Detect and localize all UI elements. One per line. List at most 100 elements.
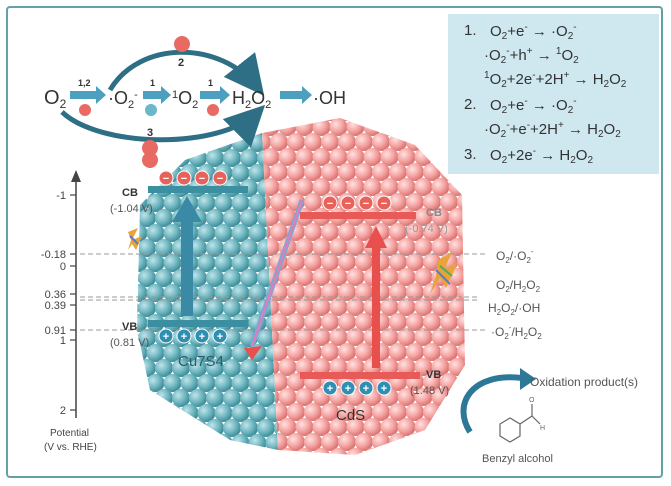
particle-sphere xyxy=(265,434,278,450)
particle-sphere xyxy=(163,434,182,450)
particle-sphere xyxy=(278,328,297,346)
particle-sphere xyxy=(304,313,322,331)
arrow-label: 1 xyxy=(150,78,155,88)
particle-sphere xyxy=(304,133,322,151)
particle-sphere xyxy=(440,403,458,421)
particle-sphere xyxy=(270,313,288,331)
particle-sphere xyxy=(155,209,173,227)
particle-sphere xyxy=(262,148,280,166)
electron-icon xyxy=(194,170,210,186)
particle-sphere xyxy=(274,449,278,450)
axis-tick-label: 0.91 xyxy=(45,325,66,337)
particle-sphere xyxy=(138,239,156,257)
particle-sphere xyxy=(146,344,165,362)
particle-sphere xyxy=(189,239,207,257)
particle-sphere xyxy=(397,148,416,166)
particle-sphere xyxy=(278,388,297,406)
particle-sphere xyxy=(431,208,450,226)
particle-sphere xyxy=(248,404,267,422)
particle-sphere xyxy=(406,253,424,271)
particle-sphere xyxy=(257,329,275,347)
particle-sphere xyxy=(206,209,224,227)
particle-sphere xyxy=(423,253,441,271)
particle-sphere xyxy=(137,149,139,167)
particle-sphere xyxy=(172,359,190,377)
particle-sphere xyxy=(406,343,424,361)
particle-sphere xyxy=(240,239,258,257)
particle-sphere xyxy=(137,133,139,137)
figure-frame xyxy=(6,6,663,478)
cu7s4-cb-label: CB xyxy=(122,187,138,199)
charge-sign: + xyxy=(381,383,387,395)
charge-sign: − xyxy=(381,198,387,210)
hole-icon xyxy=(322,380,338,396)
cu7s4-vb-label: VB xyxy=(122,321,137,333)
particle-sphere xyxy=(197,254,216,272)
particle-sphere xyxy=(223,269,241,287)
particle-sphere xyxy=(304,433,322,451)
particle-sphere xyxy=(257,359,275,377)
particle-sphere xyxy=(355,313,373,331)
particle-sphere xyxy=(457,343,465,361)
particle-sphere xyxy=(304,253,322,271)
particle-sphere xyxy=(240,269,258,287)
particle-sphere xyxy=(197,374,216,392)
axis-label-potential: Potential xyxy=(50,428,89,439)
particle-sphere xyxy=(380,268,399,286)
particle-sphere xyxy=(270,118,288,121)
electron-icon xyxy=(207,104,219,116)
particle-sphere xyxy=(262,133,271,151)
pathway-lower-arc xyxy=(60,104,266,148)
particle-sphere xyxy=(423,193,441,211)
particle-sphere xyxy=(406,433,424,451)
electron-icon xyxy=(158,170,174,186)
cds-vb-value: (1.48 V) xyxy=(410,385,449,397)
particle-sphere xyxy=(278,148,297,166)
particle-sphere xyxy=(389,403,407,421)
particle-sphere xyxy=(262,163,271,181)
electron-icon xyxy=(340,195,356,211)
particle-sphere xyxy=(214,344,233,362)
electron-icon xyxy=(79,104,91,116)
particle-sphere xyxy=(231,164,250,182)
particle-sphere xyxy=(155,239,173,257)
hydrogen-atom: H xyxy=(540,425,545,432)
particle-sphere xyxy=(197,224,216,242)
particle-sphere xyxy=(457,283,465,301)
particle-sphere xyxy=(338,223,356,241)
particle-sphere xyxy=(389,313,407,331)
particle-sphere xyxy=(312,358,331,376)
particle-sphere xyxy=(137,359,139,377)
particle-sphere xyxy=(257,389,275,407)
particle-sphere xyxy=(329,448,348,455)
cds-vb-label: VB xyxy=(426,369,441,381)
particle-sphere xyxy=(240,299,258,317)
particle-sphere xyxy=(189,359,207,377)
particle-sphere xyxy=(287,133,305,151)
particle-sphere xyxy=(223,359,241,377)
particle-sphere xyxy=(189,389,207,407)
particle-sphere xyxy=(214,254,233,272)
cu7s4-holes: ++++ xyxy=(158,328,228,344)
cds-label: CdS xyxy=(336,407,365,424)
particle-sphere xyxy=(457,313,465,331)
particle-sphere xyxy=(346,268,365,286)
axis-label-unit: (V vs. RHE) xyxy=(44,442,97,453)
particle-sphere xyxy=(163,344,182,362)
particle-sphere xyxy=(240,419,258,437)
particle-sphere xyxy=(137,284,148,302)
particle-sphere xyxy=(257,419,275,437)
electron-icon xyxy=(322,195,338,211)
cds-cb-bar xyxy=(300,212,416,219)
particle-sphere xyxy=(137,299,139,317)
particle-sphere xyxy=(265,404,278,422)
charge-sign: − xyxy=(363,198,369,210)
particle-sphere xyxy=(414,418,433,436)
particle-sphere xyxy=(262,448,280,455)
level-h2o2-hydroxyl: H2O2/·OH xyxy=(488,301,540,317)
particle-sphere xyxy=(321,403,339,421)
particle-sphere xyxy=(397,238,416,256)
particle-sphere xyxy=(155,449,173,450)
